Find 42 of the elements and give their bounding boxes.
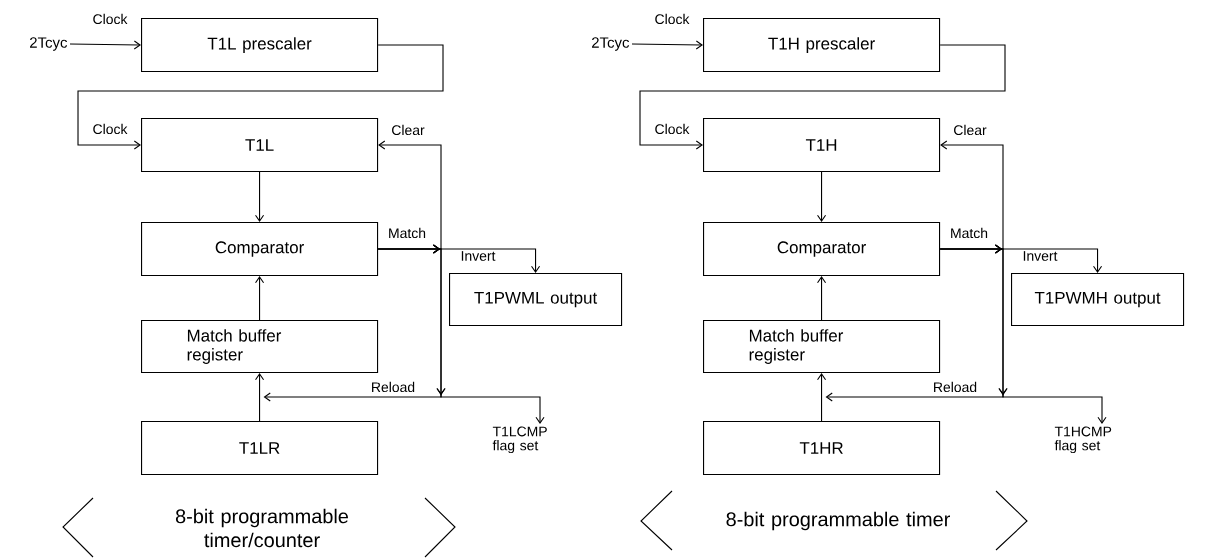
block-box: T1PWMH output — [1011, 273, 1185, 327]
edge-label: Clear — [954, 124, 987, 136]
block-box: Match buffer register — [703, 320, 941, 374]
signal-label: 2Tcyc — [592, 37, 630, 51]
block-box: Match buffer register — [141, 320, 379, 374]
arrow — [255, 276, 265, 321]
edge-label: Invert — [1023, 251, 1058, 261]
arrow — [639, 44, 1006, 150]
arrow — [817, 171, 827, 222]
block-box: T1H prescaler — [703, 18, 941, 73]
flag-label: T1HCMP flag set — [1054, 426, 1112, 454]
arrow — [939, 244, 1107, 424]
block-box: T1PWML output — [449, 273, 623, 327]
block-box: T1LR — [141, 421, 379, 476]
edge-label: Clock — [93, 13, 128, 25]
edge-label: Clock — [655, 123, 690, 135]
arrow — [631, 40, 703, 50]
signal-label: Match — [951, 227, 988, 239]
edge-label: Reload — [934, 381, 977, 393]
edge-label: Clear — [392, 124, 425, 136]
flag-label: T1LCMP flag set — [492, 426, 547, 454]
arrow — [69, 40, 141, 50]
block-box: T1L prescaler — [141, 18, 379, 73]
arrow — [255, 373, 265, 422]
arrow — [817, 276, 827, 321]
arrow — [77, 44, 444, 150]
arrow — [817, 373, 827, 422]
edge-label: Clock — [655, 13, 690, 25]
signal-label: Match — [389, 227, 426, 239]
block-box: Comparator — [141, 222, 379, 277]
caption: 8-bit programmable timer — [726, 511, 950, 531]
signal-label: 2Tcyc — [30, 37, 68, 51]
arrow — [255, 171, 265, 222]
edge-label: Clock — [93, 123, 128, 135]
caption: 8-bit programmable timer/counter — [175, 508, 348, 548]
block-box: T1HR — [703, 421, 941, 476]
edge-label: Invert — [461, 251, 496, 261]
block-box: Comparator — [703, 222, 941, 277]
arrow — [377, 244, 545, 424]
block-box: T1H — [703, 118, 941, 173]
block-box: T1L — [141, 118, 379, 173]
edge-label: Reload — [372, 381, 415, 393]
